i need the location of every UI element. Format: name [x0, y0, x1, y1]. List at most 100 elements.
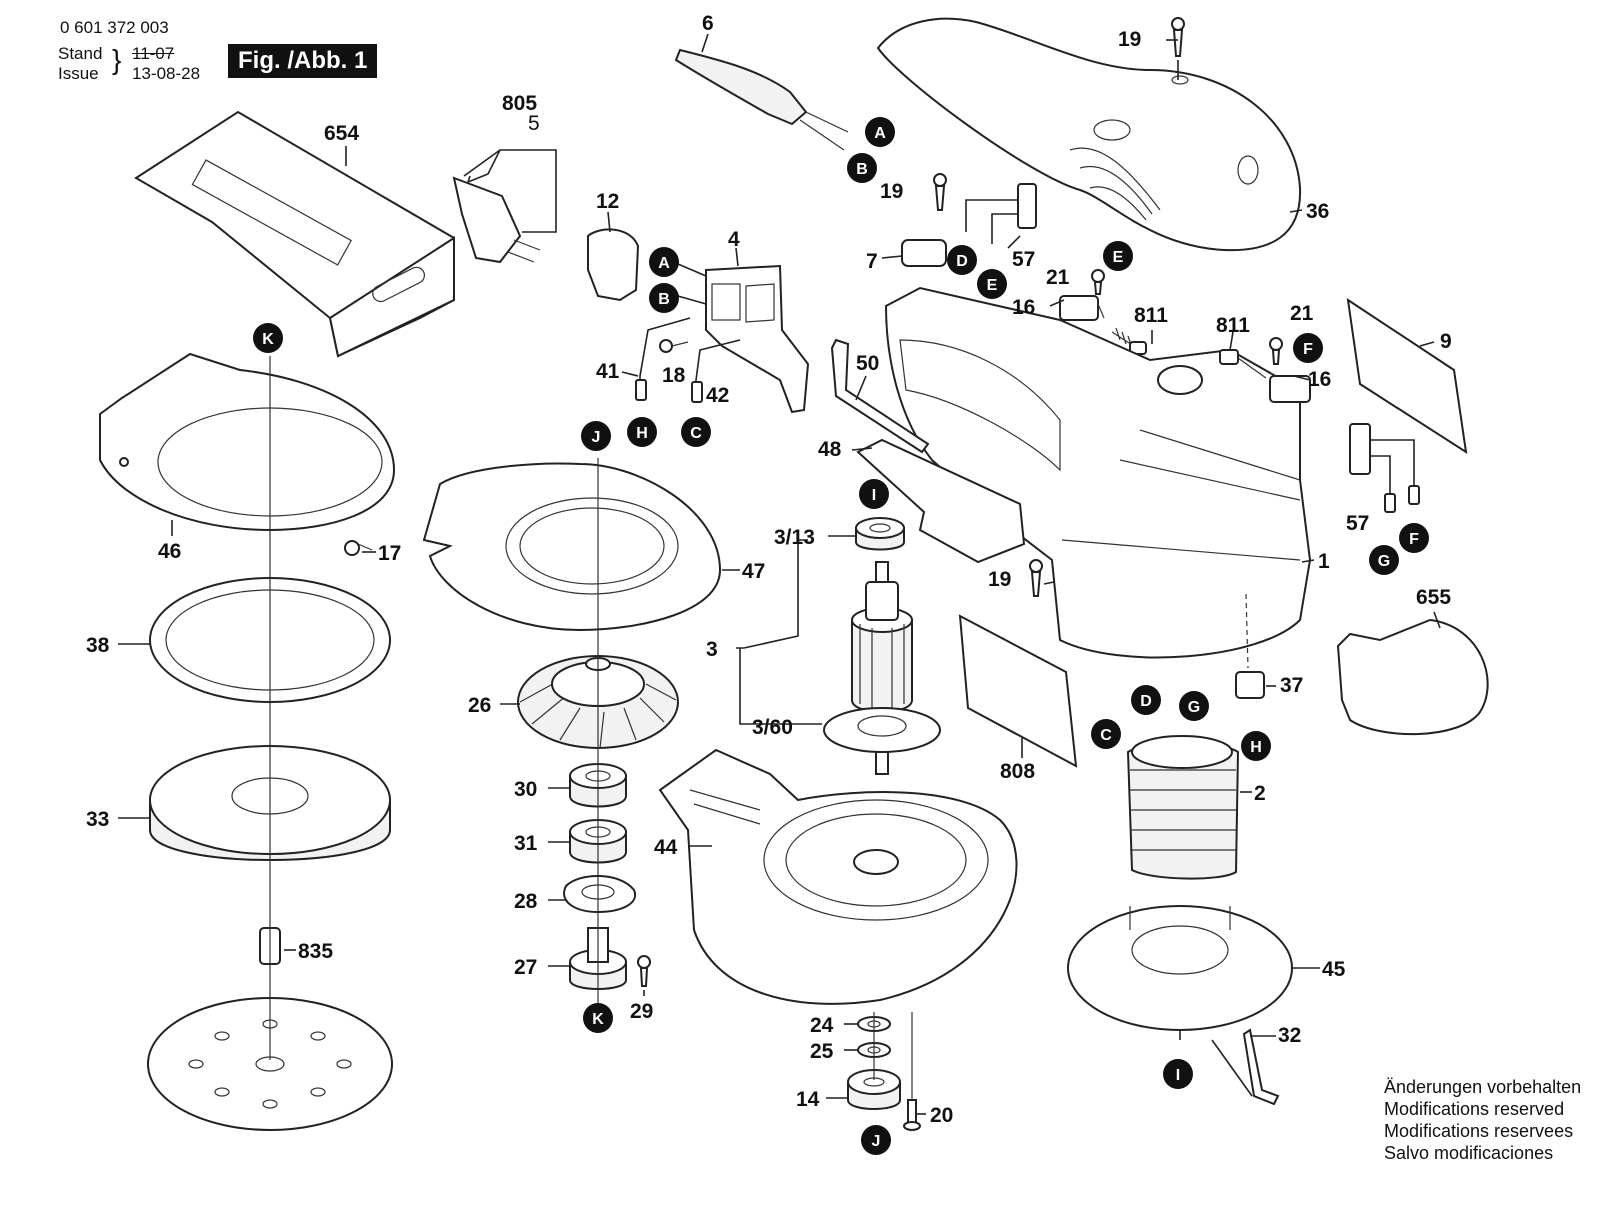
marker-I-top: I — [859, 479, 889, 509]
svg-text:H: H — [1250, 739, 1262, 756]
switch-4 — [705, 264, 810, 414]
label-6: 6 — [702, 12, 714, 35]
svg-text:C: C — [690, 425, 702, 442]
handle-cover-36 — [876, 17, 1302, 252]
brace: } — [112, 44, 122, 75]
label-654: 654 — [324, 122, 359, 145]
label-7: 7 — [866, 250, 878, 273]
label-16-right: 16 — [1308, 368, 1331, 391]
marker-D-stator: D — [1131, 685, 1161, 715]
motor-housing-1 — [884, 286, 1312, 659]
label-33: 33 — [86, 808, 109, 831]
marker-J-top: J — [581, 421, 611, 451]
label-3-13: 3/13 — [774, 526, 815, 549]
part-number-labels: 654 805 5 6 12 4 41 18 42 19 19 19 36 7 … — [86, 12, 1452, 1127]
marker-H-stator: H — [1241, 731, 1271, 761]
label-46: 46 — [158, 540, 181, 563]
label-805: 805 — [502, 92, 537, 115]
screw-19-low — [1029, 559, 1043, 597]
label-24: 24 — [810, 1014, 834, 1037]
svg-text:D: D — [956, 253, 968, 270]
spring-811-top — [1111, 327, 1141, 351]
brush-holder-57-right — [1349, 423, 1420, 513]
bearing-14 — [847, 1069, 901, 1110]
label-835: 835 — [298, 940, 333, 963]
brush-16-top — [1059, 295, 1105, 321]
label-42: 42 — [706, 384, 729, 407]
label-plate-808 — [958, 614, 1078, 768]
screw-19-top — [1171, 17, 1185, 80]
label-50: 50 — [856, 352, 879, 375]
label-3-60: 3/60 — [752, 716, 793, 739]
marker-F-right: F — [1399, 523, 1429, 553]
svg-text:B: B — [856, 161, 868, 178]
label-44: 44 — [654, 836, 678, 859]
marker-J-bottom: J — [861, 1125, 891, 1155]
svg-text:B: B — [658, 291, 670, 308]
part-655 — [1336, 618, 1489, 736]
label-57-top: 57 — [1012, 248, 1035, 271]
screw-21-top — [1091, 269, 1105, 295]
marker-B-switch: B — [649, 283, 679, 313]
marker-F-top: F — [1293, 333, 1323, 363]
label-21-top: 21 — [1046, 266, 1070, 289]
label-25: 25 — [810, 1040, 834, 1063]
part-32 — [1242, 1028, 1280, 1106]
label-19-low: 19 — [988, 568, 1011, 591]
sanding-disc — [147, 997, 393, 1131]
label-811-top: 811 — [1134, 304, 1168, 327]
part-37 — [1235, 671, 1265, 699]
marker-A-switch: A — [649, 247, 679, 277]
label-12: 12 — [596, 190, 619, 213]
marker-D-top: D — [947, 245, 977, 275]
label-19-mid: 19 — [880, 180, 903, 203]
svg-text:A: A — [658, 255, 670, 272]
label-21-right: 21 — [1290, 302, 1314, 325]
armature-3 — [823, 561, 941, 775]
marker-A-cord: A — [865, 117, 895, 147]
marker-I-bottom: I — [1163, 1059, 1193, 1089]
marker-G-stator: G — [1179, 691, 1209, 721]
label-28: 28 — [514, 890, 538, 913]
modifications-note-en: Modifications reserved — [1384, 1099, 1565, 1119]
label-27: 27 — [514, 956, 537, 979]
modifications-note-es: Salvo modificaciones — [1384, 1143, 1554, 1163]
marker-K-bottom: K — [583, 1003, 613, 1033]
figure-label: Fig. /Abb. 1 — [228, 44, 378, 78]
label-37: 37 — [1280, 674, 1303, 697]
ring-46 — [99, 352, 396, 532]
label-5: 5 — [528, 112, 540, 135]
bearing-3-13 — [855, 517, 905, 551]
label-3: 3 — [706, 638, 718, 661]
label-57-right: 57 — [1346, 512, 1369, 535]
svg-text:G: G — [1188, 699, 1200, 716]
stand-label: Stand — [58, 44, 103, 63]
dust-bag-654 — [134, 110, 455, 358]
label-20: 20 — [930, 1104, 953, 1127]
part-7 — [901, 239, 947, 267]
modifications-note-de: Änderungen vorbehalten — [1384, 1077, 1582, 1097]
label-36: 36 — [1306, 200, 1329, 223]
label-plate-9 — [1346, 297, 1468, 455]
svg-text:F: F — [1409, 531, 1419, 548]
svg-text:K: K — [262, 331, 274, 348]
svg-text:A: A — [874, 125, 886, 142]
modifications-note-fr: Modifications reservees — [1384, 1121, 1574, 1141]
label-47: 47 — [742, 560, 765, 583]
label-9: 9 — [1440, 330, 1452, 353]
svg-text:C: C — [1100, 727, 1112, 744]
power-cord — [447, 43, 849, 264]
svg-text:I: I — [872, 487, 876, 504]
label-655: 655 — [1416, 586, 1451, 609]
marker-C-stator: C — [1091, 719, 1121, 749]
part-12 — [587, 228, 640, 302]
label-26: 26 — [468, 694, 491, 717]
ring-45 — [1067, 905, 1293, 1031]
label-31: 31 — [514, 832, 538, 855]
label-811-right: 811 — [1216, 314, 1250, 337]
label-808: 808 — [1000, 760, 1035, 783]
screw-20 — [903, 1012, 921, 1131]
marker-C-wire: C — [681, 417, 711, 447]
svg-text:I: I — [1176, 1067, 1180, 1084]
